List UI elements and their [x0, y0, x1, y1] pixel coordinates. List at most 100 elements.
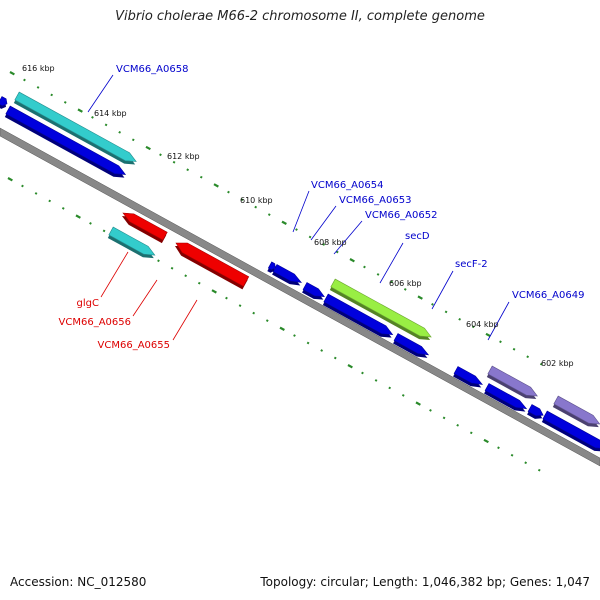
inner-tick [197, 281, 201, 285]
gene-label-forward: VCM66_A0649 [512, 290, 584, 301]
gene-arrow-forward [5, 105, 127, 175]
gene-arrow-forward [484, 383, 528, 410]
inner-tick [497, 446, 500, 450]
leader-line [431, 270, 454, 310]
gene-arrow-cyan [14, 91, 137, 162]
genes [0, 91, 600, 452]
gene-arrow-forward [453, 366, 483, 385]
backbone [0, 127, 600, 467]
inner-tick [7, 177, 13, 182]
inner-tick [102, 229, 106, 233]
outer-tick [23, 78, 26, 82]
outer-tick [145, 145, 151, 151]
outer-tick [335, 250, 339, 254]
outer-tick [131, 138, 135, 142]
ruler-label: 604 kbp [466, 320, 499, 329]
map-title: Vibrio cholerae M66-2 chromosome II, com… [115, 9, 485, 24]
ruler-label: 610 kbp [240, 196, 273, 205]
outer-tick [63, 101, 67, 104]
gene-label-forward: VCM66_A0653 [339, 195, 411, 206]
gene-arrow-cyan [108, 226, 156, 256]
outer-tick [118, 130, 122, 134]
outer-tick [417, 295, 423, 300]
inner-tick [469, 431, 473, 435]
inner-tick [306, 341, 310, 345]
outer-tick [403, 288, 407, 291]
leader-line [87, 74, 114, 113]
tick-marks [7, 71, 543, 472]
outer-tick [308, 235, 312, 239]
inner-tick [184, 274, 188, 278]
outer-tick [281, 220, 287, 225]
outer-tick [267, 213, 271, 216]
gene-label-forward: secD [405, 231, 430, 242]
ruler-label: 606 kbp [389, 279, 422, 288]
gene-label-forward: VCM66_A0654 [311, 180, 383, 191]
gene-arrow-forward [542, 410, 600, 449]
inner-tick [374, 379, 378, 382]
inner-tick [279, 326, 285, 331]
inner-tick [89, 222, 92, 225]
gene-label-forward: VCM66_A0652 [365, 210, 437, 221]
inner-tick [238, 304, 242, 308]
gene-arrow-reverse [122, 212, 168, 241]
gene-arrow-green [330, 278, 432, 338]
leader-line [100, 251, 129, 298]
inner-tick [347, 364, 353, 369]
outer-tick [444, 310, 448, 314]
ruler-label: 602 kbp [541, 359, 574, 368]
inner-tick [48, 199, 52, 203]
ruler-label: 616 kbp [22, 64, 55, 73]
leader-line [172, 299, 198, 341]
inner-tick [21, 184, 24, 188]
inner-tick [537, 468, 541, 472]
outer-tick [363, 265, 366, 269]
outer-tick [254, 205, 258, 209]
outer-tick [9, 71, 15, 76]
inner-tick [388, 386, 392, 390]
outer-tick [431, 303, 434, 306]
outer-tick [376, 273, 380, 276]
gene-arrow-purple [487, 365, 538, 397]
ruler-label: 612 kbp [167, 152, 200, 161]
gene-arrow-purple [553, 395, 600, 425]
gene-arrow-forward [267, 261, 276, 271]
gene-arrow-forward [393, 333, 430, 356]
inner-tick [401, 394, 405, 397]
outer-tick [499, 340, 502, 344]
outer-tick [512, 347, 516, 351]
outer-tick [91, 116, 94, 119]
leader-line [310, 205, 337, 241]
inner-tick [61, 207, 65, 210]
backbone-line [0, 127, 600, 467]
outer-tick [186, 168, 190, 172]
outer-tick [485, 332, 491, 338]
outer-tick [36, 86, 40, 89]
gene-label-reverse: VCM66_A0656 [59, 317, 131, 328]
outer-tick [295, 228, 298, 231]
gene-arrow-forward [0, 96, 8, 107]
ruler-label: 608 kbp [314, 238, 347, 247]
inner-tick [75, 214, 81, 219]
inner-tick [320, 349, 324, 352]
outer-tick [227, 190, 230, 194]
inner-tick [333, 356, 337, 360]
outer-tick [50, 93, 54, 97]
outer-tick [172, 160, 176, 164]
inner-tick [225, 296, 228, 300]
outer-tick [349, 258, 355, 263]
inner-tick [157, 259, 160, 263]
gene-label-forward: VCM66_A0658 [116, 64, 188, 75]
inner-tick [524, 461, 528, 465]
label-leader-lines [87, 74, 510, 341]
leader-line [333, 220, 363, 255]
outer-tick [322, 243, 326, 246]
inner-tick [211, 289, 217, 294]
inner-tick [510, 453, 514, 457]
outer-tick [199, 175, 203, 179]
genome-summary-text: Topology: circular; Length: 1,046,382 bp… [260, 575, 590, 589]
ruler-label: 614 kbp [94, 109, 127, 118]
inner-tick [456, 423, 460, 427]
outer-tick [159, 153, 162, 157]
